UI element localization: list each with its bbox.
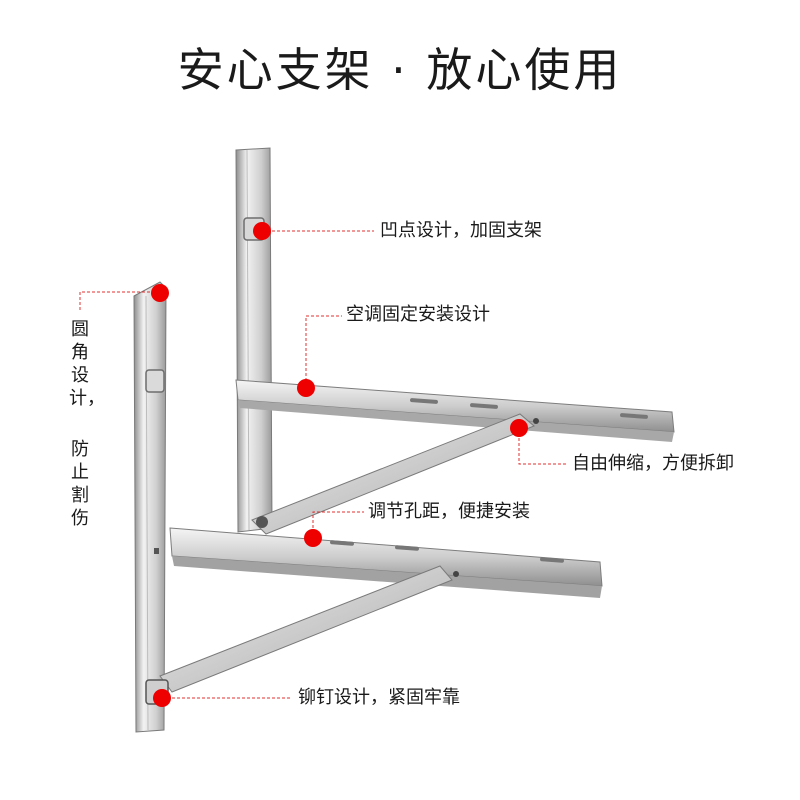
marker-rivet <box>153 689 171 707</box>
markers <box>151 222 528 707</box>
marker-hole-spacing <box>304 529 322 547</box>
front-dimple <box>145 369 165 393</box>
back-diagonal-brace <box>251 413 535 535</box>
front-bracket <box>133 281 603 733</box>
page-title: 安心支架 · 放心使用 <box>177 43 623 97</box>
marker-telescopic <box>510 419 528 437</box>
callout-telescopic: 自由伸缩，方便拆卸 <box>572 453 734 474</box>
marker-rounded <box>151 284 169 302</box>
leader-ac-mount <box>305 315 342 386</box>
front-diagonal-brace <box>159 565 453 693</box>
back-vertical-post <box>235 147 273 533</box>
callout-dimple: 凹点设计，加固支架 <box>380 220 542 241</box>
leader-rounded <box>79 291 160 312</box>
leader-hole-spacing <box>312 511 364 538</box>
callout-ac-mount: 空调固定安装设计 <box>346 304 490 325</box>
leader-telescopic <box>518 428 566 465</box>
marker-ac-mount <box>297 379 315 397</box>
marker-dimple <box>253 222 271 240</box>
callout-hole-spacing: 调节孔距，便捷安装 <box>368 501 530 522</box>
callout-rivet: 铆钉设计，紧固牢靠 <box>298 687 460 708</box>
leader-lines <box>79 230 566 699</box>
side-label-rounded: 圆角设计， <box>69 319 105 409</box>
side-label-anti-cut: 防止割伤 <box>71 439 89 529</box>
front-vertical-post <box>133 281 167 733</box>
back-bracket <box>235 147 675 535</box>
